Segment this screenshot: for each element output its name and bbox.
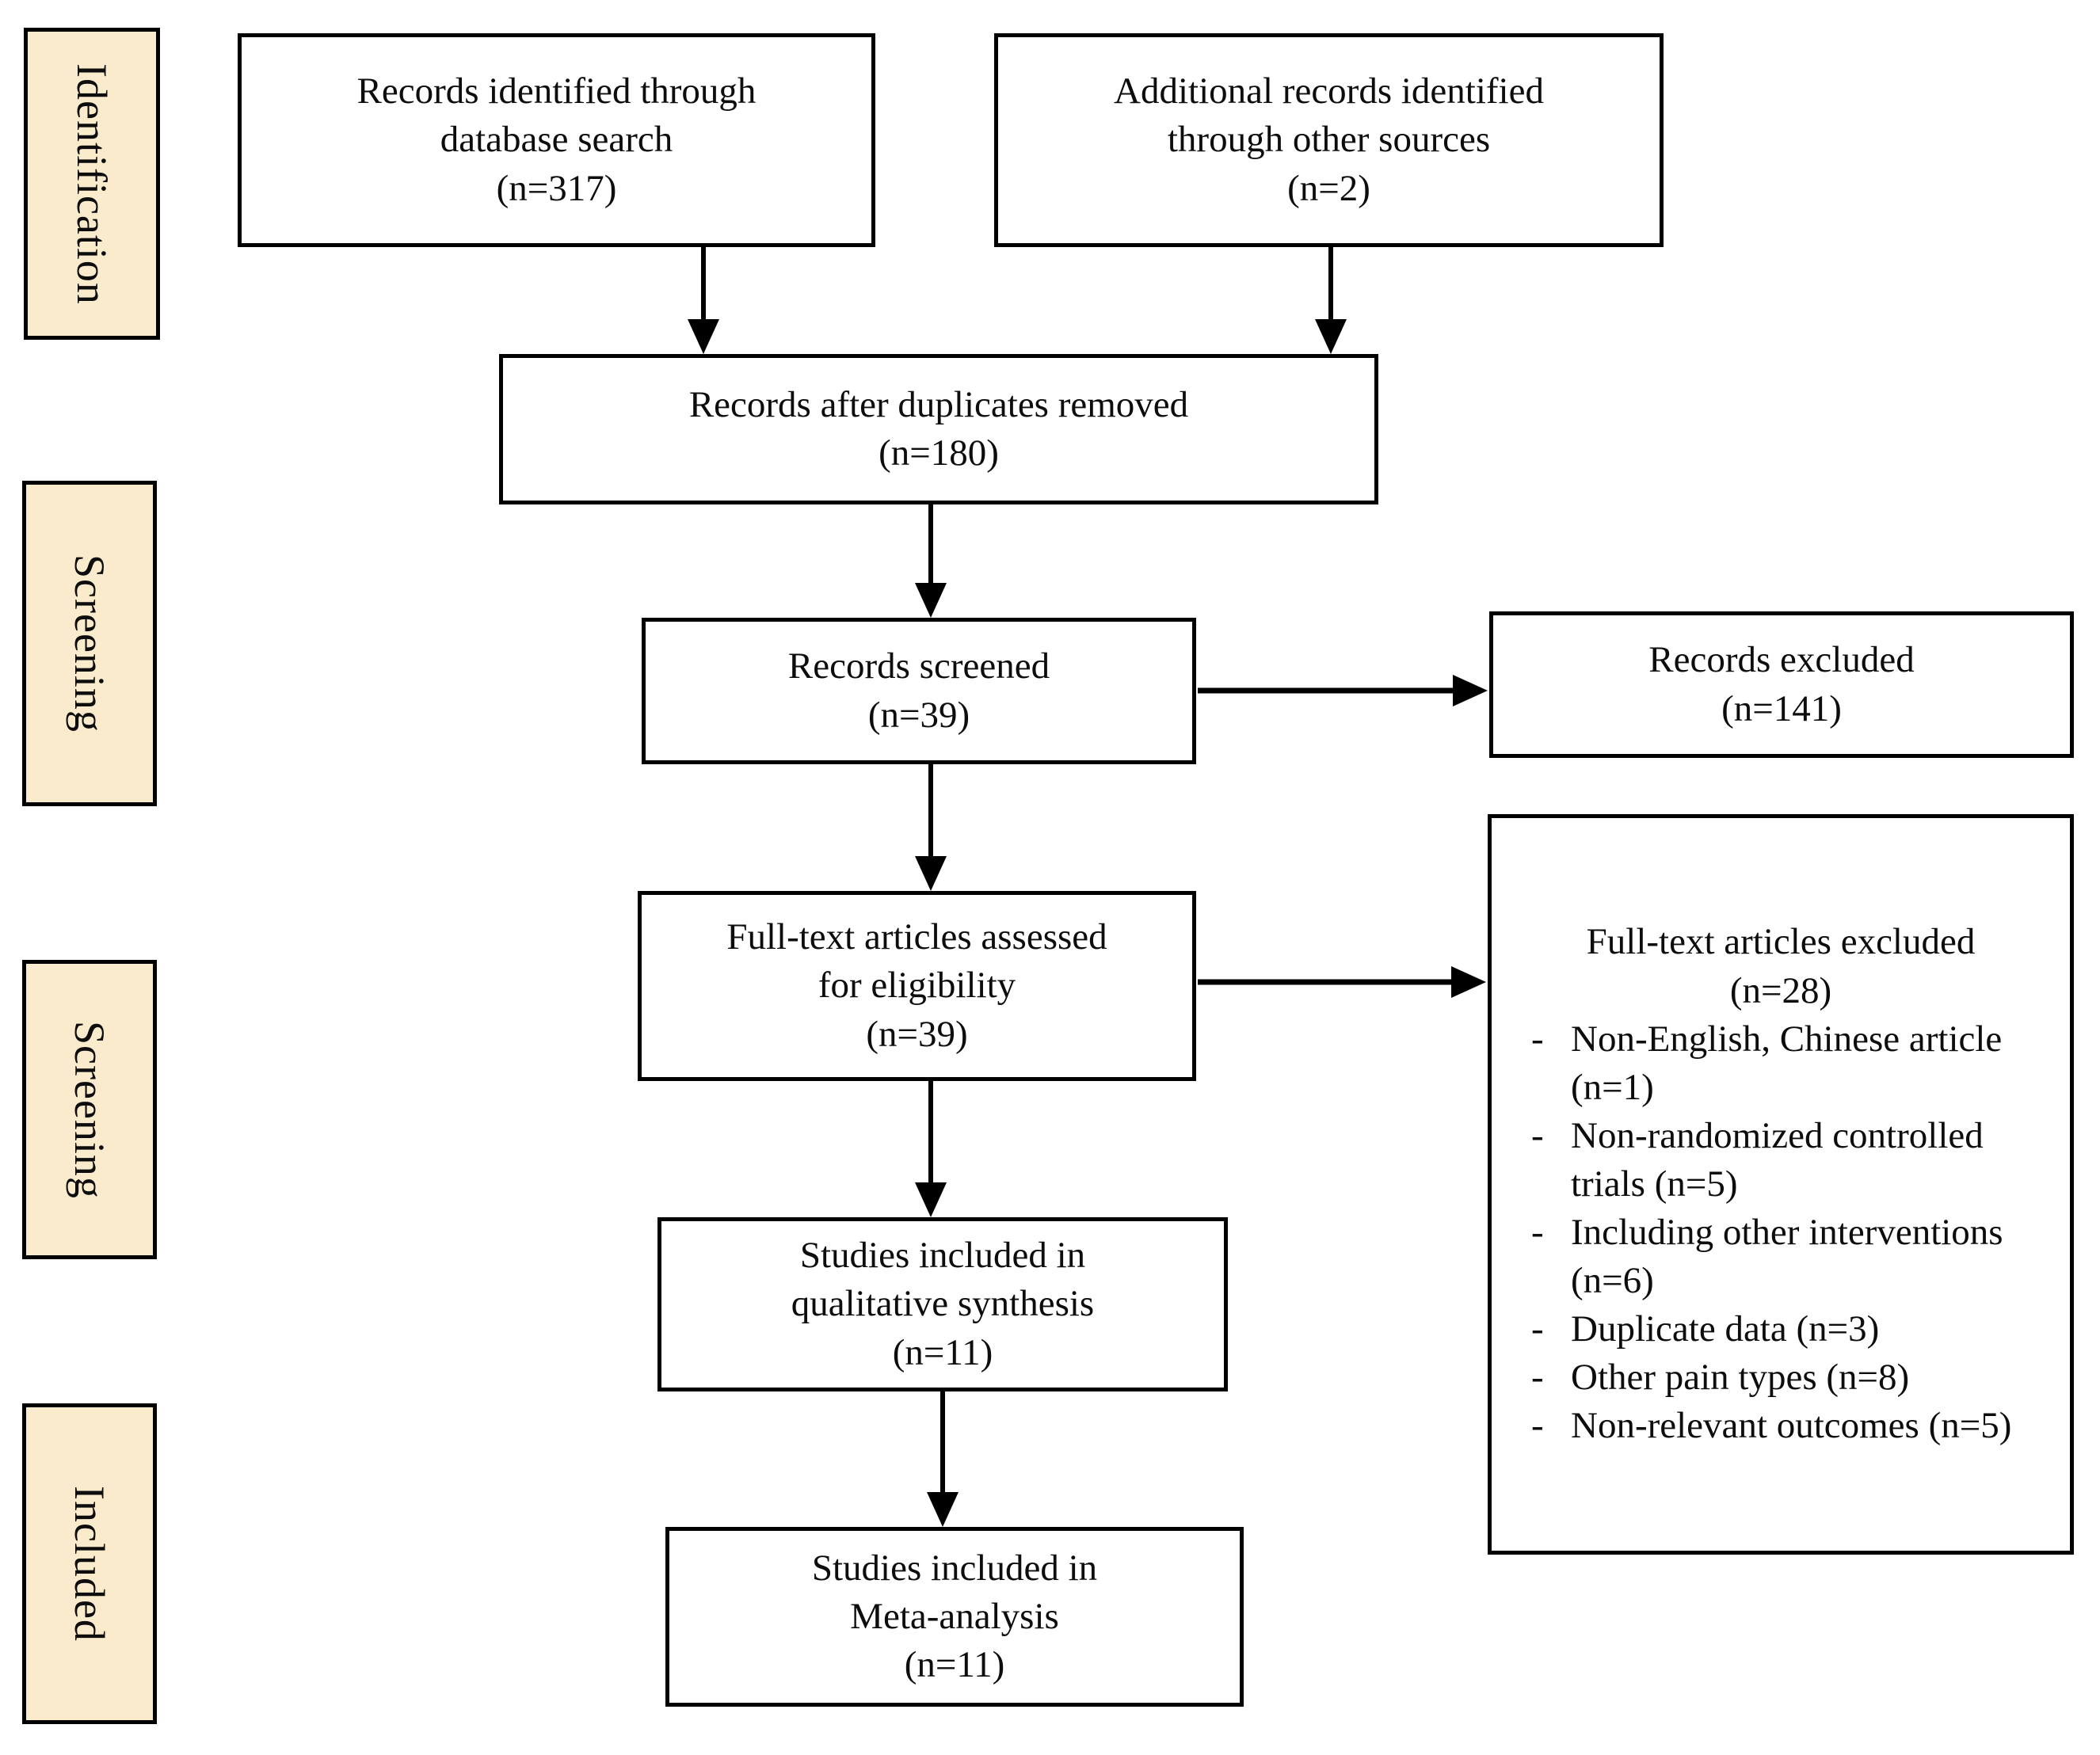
arrowhead-down-icon <box>915 856 947 891</box>
box-text-line: qualitative synthesis <box>791 1283 1095 1325</box>
box-text-line: Records after duplicates removed <box>688 383 1189 425</box>
arrowhead-down-icon <box>927 1492 959 1527</box>
box-count: (n=39) <box>866 1013 968 1055</box>
box-text-line: through other sources <box>1167 119 1491 161</box>
box-count: (n=11) <box>904 1644 1005 1686</box>
box-additional-records: Additional records identified through ot… <box>994 33 1664 247</box>
arrow-shaft <box>928 764 933 859</box>
arrowhead-right-icon <box>1453 675 1488 706</box>
stage-label: Included <box>66 1486 113 1642</box>
arrow-identified-to-dedup <box>687 247 720 354</box>
arrow-screened-to-fulltext <box>914 764 947 891</box>
box-records-excluded: Records excluded (n=141) <box>1489 611 2074 758</box>
arrow-shaft <box>928 1081 933 1186</box>
arrow-shaft <box>1198 979 1454 985</box>
box-count: (n=2) <box>1287 167 1370 209</box>
box-text-line: Meta-analysis <box>850 1595 1059 1637</box>
box-qualitative-synthesis: Studies included in qualitative synthesi… <box>657 1217 1228 1391</box>
box-text-line: Records identified through <box>356 70 757 112</box>
stage-label: Identification <box>68 63 116 305</box>
arrow-dedup-to-screened <box>914 504 947 618</box>
box-count: (n=28) <box>1729 969 1832 1011</box>
arrowhead-down-icon <box>915 583 947 618</box>
arrow-screened-to-excluded <box>1198 674 1488 707</box>
arrow-shaft <box>1198 687 1456 694</box>
box-text-line: database search <box>440 119 673 161</box>
box-title: Full-text articles excluded <box>1586 921 1976 963</box>
stage-label: Screening <box>66 554 113 733</box>
arrow-fulltext-to-excluded <box>1198 965 1486 999</box>
box-records-screened: Records screened (n=39) <box>642 618 1196 764</box>
arrow-shaft <box>928 504 933 586</box>
arrowhead-right-icon <box>1451 966 1486 998</box>
arrow-shaft <box>1328 247 1333 322</box>
arrow-shaft <box>940 1391 945 1495</box>
exclusion-reason: Other pain types (n=8) <box>1523 1353 2038 1402</box>
box-text-line: Studies included in <box>799 1235 1086 1277</box>
box-fulltext-excluded: Full-text articles excluded (n=28) Non-E… <box>1488 814 2074 1555</box>
stage-label: Screening <box>66 1020 113 1199</box>
box-duplicates-removed: Records after duplicates removed (n=180) <box>499 354 1378 504</box>
box-count: (n=11) <box>892 1331 993 1373</box>
exclusion-reason: Including other interventions (n=6) <box>1523 1209 2038 1305</box>
box-fulltext-assessed: Full-text articles assessed for eligibil… <box>638 891 1196 1081</box>
arrowhead-down-icon <box>1315 319 1347 354</box>
stage-identification: Identification <box>24 28 160 340</box>
box-count: (n=141) <box>1721 687 1842 729</box>
box-count: (n=39) <box>867 694 970 736</box>
exclusion-reason: Duplicate data (n=3) <box>1523 1305 2038 1353</box>
stage-screening-1: Screening <box>22 481 157 806</box>
arrowhead-down-icon <box>688 319 719 354</box>
box-text-line: Full-text articles assessed <box>726 916 1107 958</box>
arrow-additional-to-dedup <box>1314 247 1347 354</box>
exclusion-reasons-list: Non-English, Chinese article (n=1) Non-r… <box>1523 1015 2038 1451</box>
stage-screening-2: Screening <box>22 960 157 1259</box>
box-text-line: Studies included in <box>811 1547 1098 1589</box>
exclusion-reason: Non-randomized controlled trials (n=5) <box>1523 1112 2038 1209</box>
box-text-line: Additional records identified <box>1114 70 1544 112</box>
box-count: (n=317) <box>496 167 617 209</box>
arrow-fulltext-to-qualitative <box>914 1081 947 1217</box>
box-text-line: Records screened <box>787 645 1050 687</box>
exclusion-reason: Non-English, Chinese article (n=1) <box>1523 1015 2038 1112</box>
box-records-identified: Records identified through database sear… <box>238 33 875 247</box>
arrow-shaft <box>701 247 706 322</box>
box-text-line: Records excluded <box>1648 639 1915 681</box>
box-count: (n=180) <box>878 432 999 474</box>
exclusion-reason: Non-relevant outcomes (n=5) <box>1523 1402 2038 1450</box>
arrowhead-down-icon <box>915 1182 947 1217</box>
box-text-line: for eligibility <box>818 965 1016 1007</box>
box-meta-analysis: Studies included in Meta-analysis (n=11) <box>665 1527 1244 1707</box>
arrow-qualitative-to-meta <box>926 1391 959 1527</box>
stage-included: Included <box>22 1403 157 1724</box>
